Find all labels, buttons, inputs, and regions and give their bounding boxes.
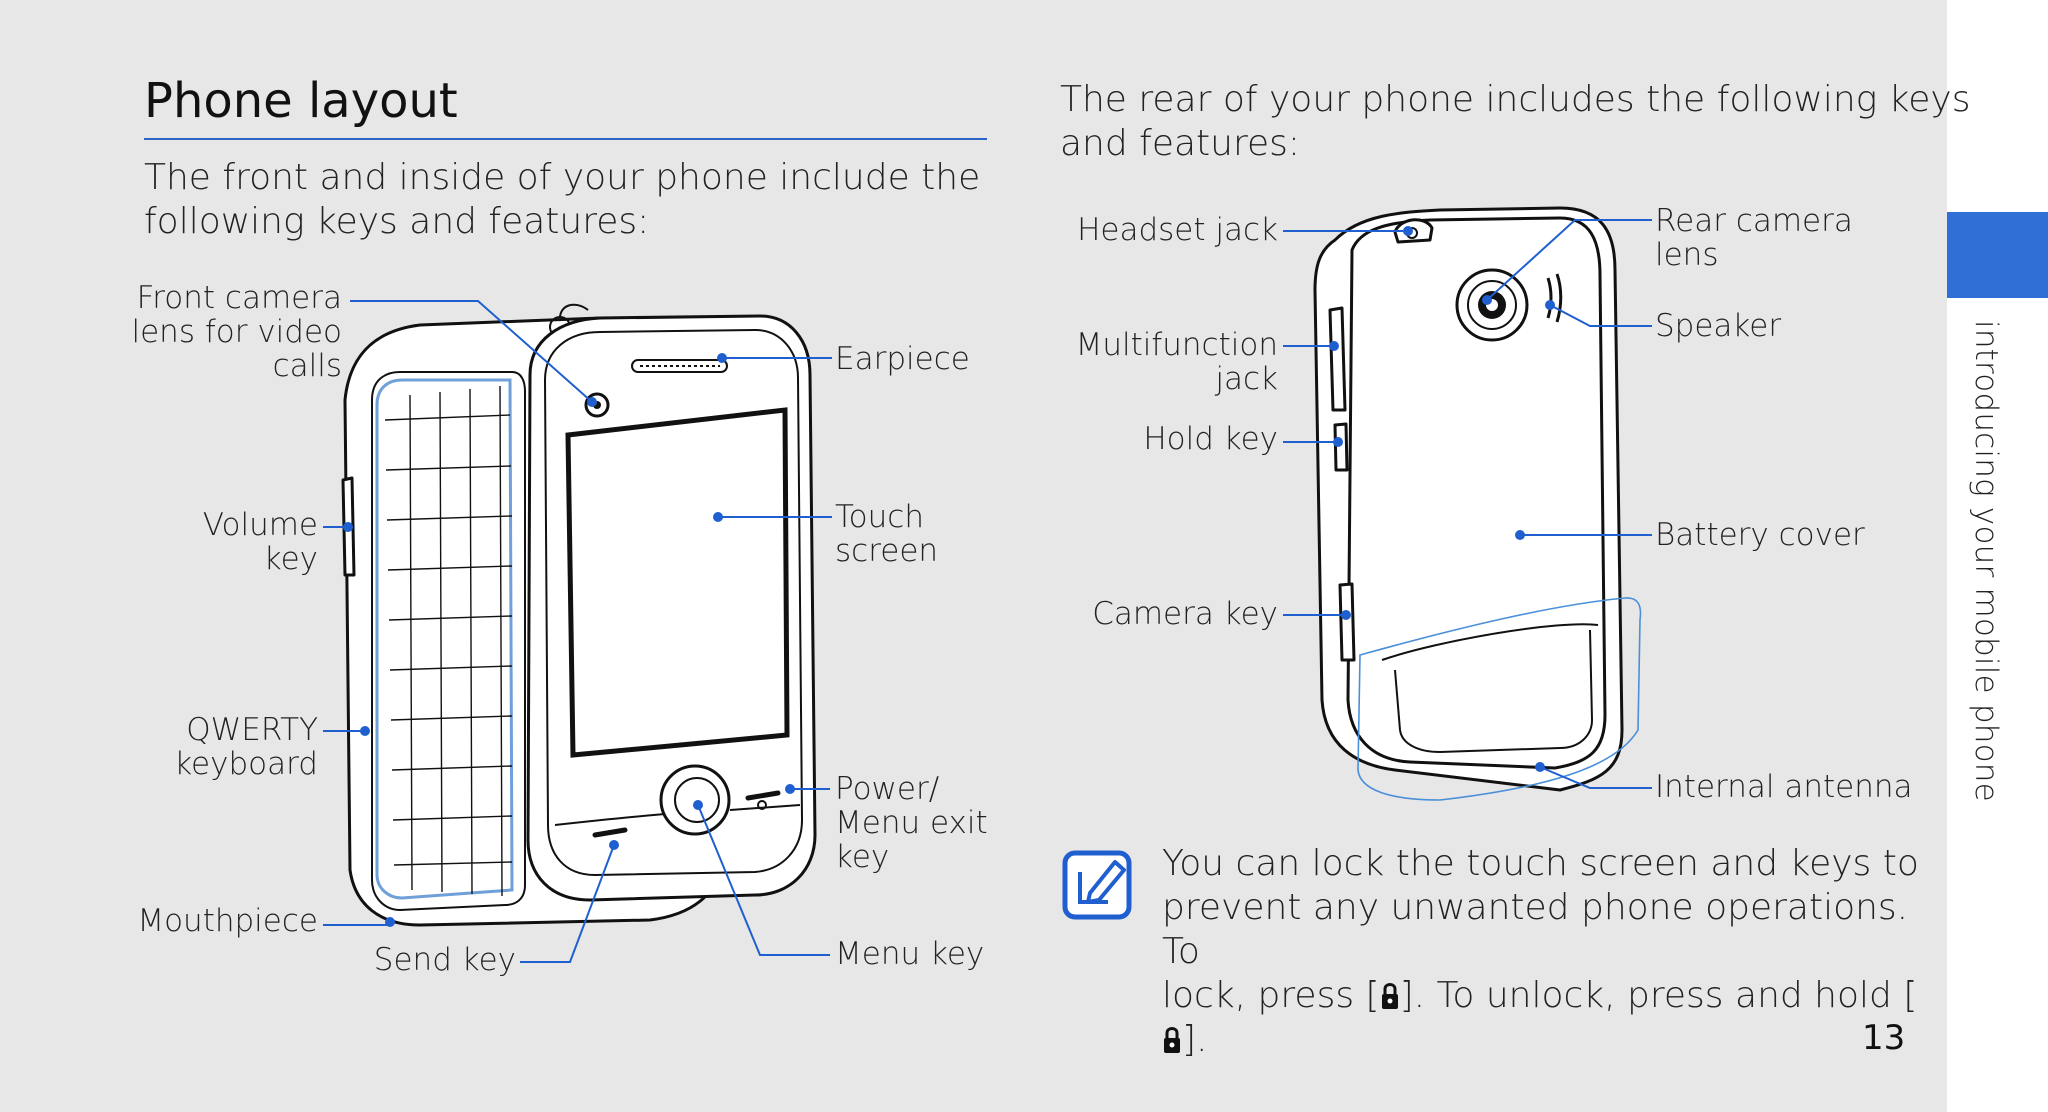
lock-note: You can lock the touch screen and keys t…: [1162, 842, 1922, 1062]
label-battery-cover: Battery cover: [1655, 517, 1865, 553]
front-intro-line1: The front and inside of your phone inclu…: [144, 157, 981, 198]
note-line2: prevent any unwanted phone operations. T…: [1162, 887, 1909, 972]
note-line3-b: ]. To unlock, press and hold [: [1399, 975, 1918, 1016]
label-touch-2: screen: [835, 533, 939, 569]
label-qwerty-2: keyboard: [174, 746, 318, 782]
section-tab-marker: [1947, 212, 2048, 298]
note-line3-a: lock, press [: [1162, 975, 1380, 1016]
label-hold-key: Hold key: [1143, 421, 1278, 457]
label-volume-1: Volume: [202, 507, 318, 543]
note-line3: lock, press [ ]. To unlock, press and hol…: [1162, 974, 1922, 1062]
rear-intro-line1: The rear of your phone includes the foll…: [1060, 79, 1971, 120]
front-intro-line2: following keys and features:: [144, 201, 650, 242]
label-mouthpiece: Mouthpiece: [137, 903, 318, 939]
label-rear-camera-2: lens: [1655, 237, 1719, 273]
label-power-1: Power/: [835, 771, 940, 807]
label-speaker: Speaker: [1655, 308, 1782, 344]
title-rule: [144, 138, 987, 140]
label-multifunction-1: Multifunction: [1075, 327, 1278, 363]
lock-icon: [1164, 1027, 1180, 1053]
note-line3-c: ].: [1182, 1019, 1208, 1060]
label-camera-key: Camera key: [1092, 596, 1278, 632]
label-menu-key: Menu key: [835, 936, 985, 972]
note-line1: You can lock the touch screen and keys t…: [1162, 843, 1919, 884]
lock-icon: [1381, 983, 1398, 1009]
label-touch-1: Touch: [835, 499, 924, 535]
note-pencil-icon: [1062, 850, 1132, 920]
label-send-key: Send key: [373, 942, 516, 978]
page-number: 13: [1862, 1018, 1906, 1058]
page-title: Phone layout: [144, 73, 458, 129]
label-power-2: Menu exit: [835, 805, 988, 841]
label-earpiece: Earpiece: [835, 341, 970, 377]
front-phone-drawing: [341, 303, 817, 927]
qwerty-key-grid: [384, 385, 513, 897]
label-front-camera-1: Front camera: [136, 280, 342, 316]
label-front-camera-3: calls: [272, 348, 342, 384]
label-multifunction-2: jack: [1215, 361, 1278, 397]
rear-intro-line2: and features:: [1060, 123, 1301, 164]
label-volume-2: key: [263, 541, 318, 577]
label-front-camera-2: lens for video: [131, 314, 343, 350]
label-power-3: key: [835, 839, 890, 875]
label-headset-jack: Headset jack: [1077, 212, 1278, 248]
front-callouts: [323, 300, 832, 963]
label-internal-antenna: Internal antenna: [1655, 769, 1913, 805]
rear-callouts: [1283, 219, 1652, 789]
label-qwerty-1: QWERTY: [186, 712, 318, 748]
manual-page: [0, 0, 1947, 1112]
rear-phone-drawing: [1313, 206, 1642, 801]
label-rear-camera-1: Rear camera: [1655, 203, 1853, 239]
page-margin: [1947, 0, 2048, 1112]
